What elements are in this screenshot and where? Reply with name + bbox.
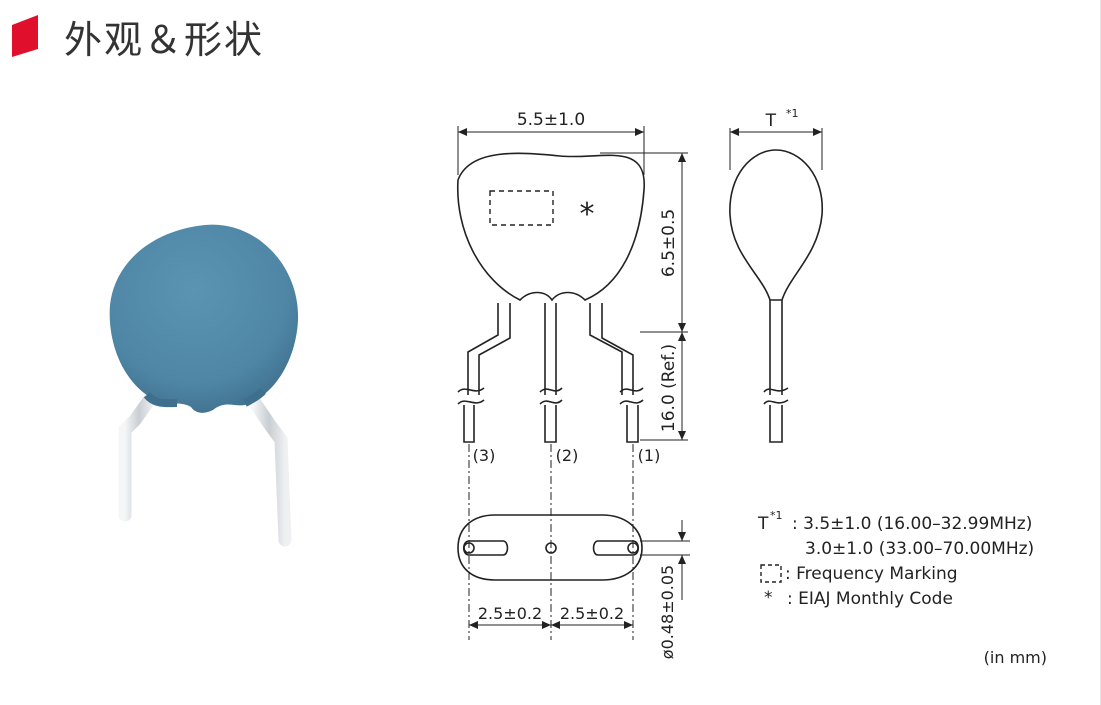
marking-box [489, 190, 554, 226]
lead-length-dimension: 16.0 (Ref.) [659, 344, 679, 432]
note-t-label: T [757, 514, 769, 534]
pin-label-2: (2) [556, 446, 579, 465]
note-marking-text: : Frequency Marking [785, 564, 958, 584]
thickness-superscript: *1 [786, 107, 799, 120]
pin-label-3: (3) [473, 446, 496, 465]
asterisk-mark: * [580, 197, 595, 232]
note-t-line1: : 3.5±1.0 (16.00–32.99MHz) [792, 514, 1032, 534]
bottom-outline [457, 514, 643, 581]
section-header: 外观＆形状 [8, 8, 264, 64]
accent-marker-icon [12, 15, 38, 57]
height-dimension: 6.5±0.5 [659, 209, 679, 277]
note-asterisk-text: : EIAJ Monthly Code [787, 589, 953, 609]
section-title: 外观＆形状 [64, 17, 265, 62]
component-photo [109, 224, 299, 547]
thickness-dimension: T [765, 111, 777, 131]
pin-label-1: (1) [638, 446, 661, 465]
note-marking-box-icon [760, 564, 782, 583]
note-t-line2: 3.0±1.0 (33.00–70.00MHz) [805, 539, 1034, 559]
lead-diameter-dimension: ø0.48±0.05 [658, 565, 677, 659]
pitch-right-dimension: 2.5±0.2 [560, 604, 624, 623]
width-dimension: 5.5±1.0 [517, 110, 585, 130]
front-body-outline [456, 152, 645, 302]
note-t-superscript: *1 [770, 509, 783, 522]
side-body-outline [729, 149, 823, 301]
pitch-left-dimension: 2.5±0.2 [478, 604, 542, 623]
note-asterisk-symbol: * [764, 588, 773, 608]
unit-note: (in mm) [984, 648, 1047, 667]
